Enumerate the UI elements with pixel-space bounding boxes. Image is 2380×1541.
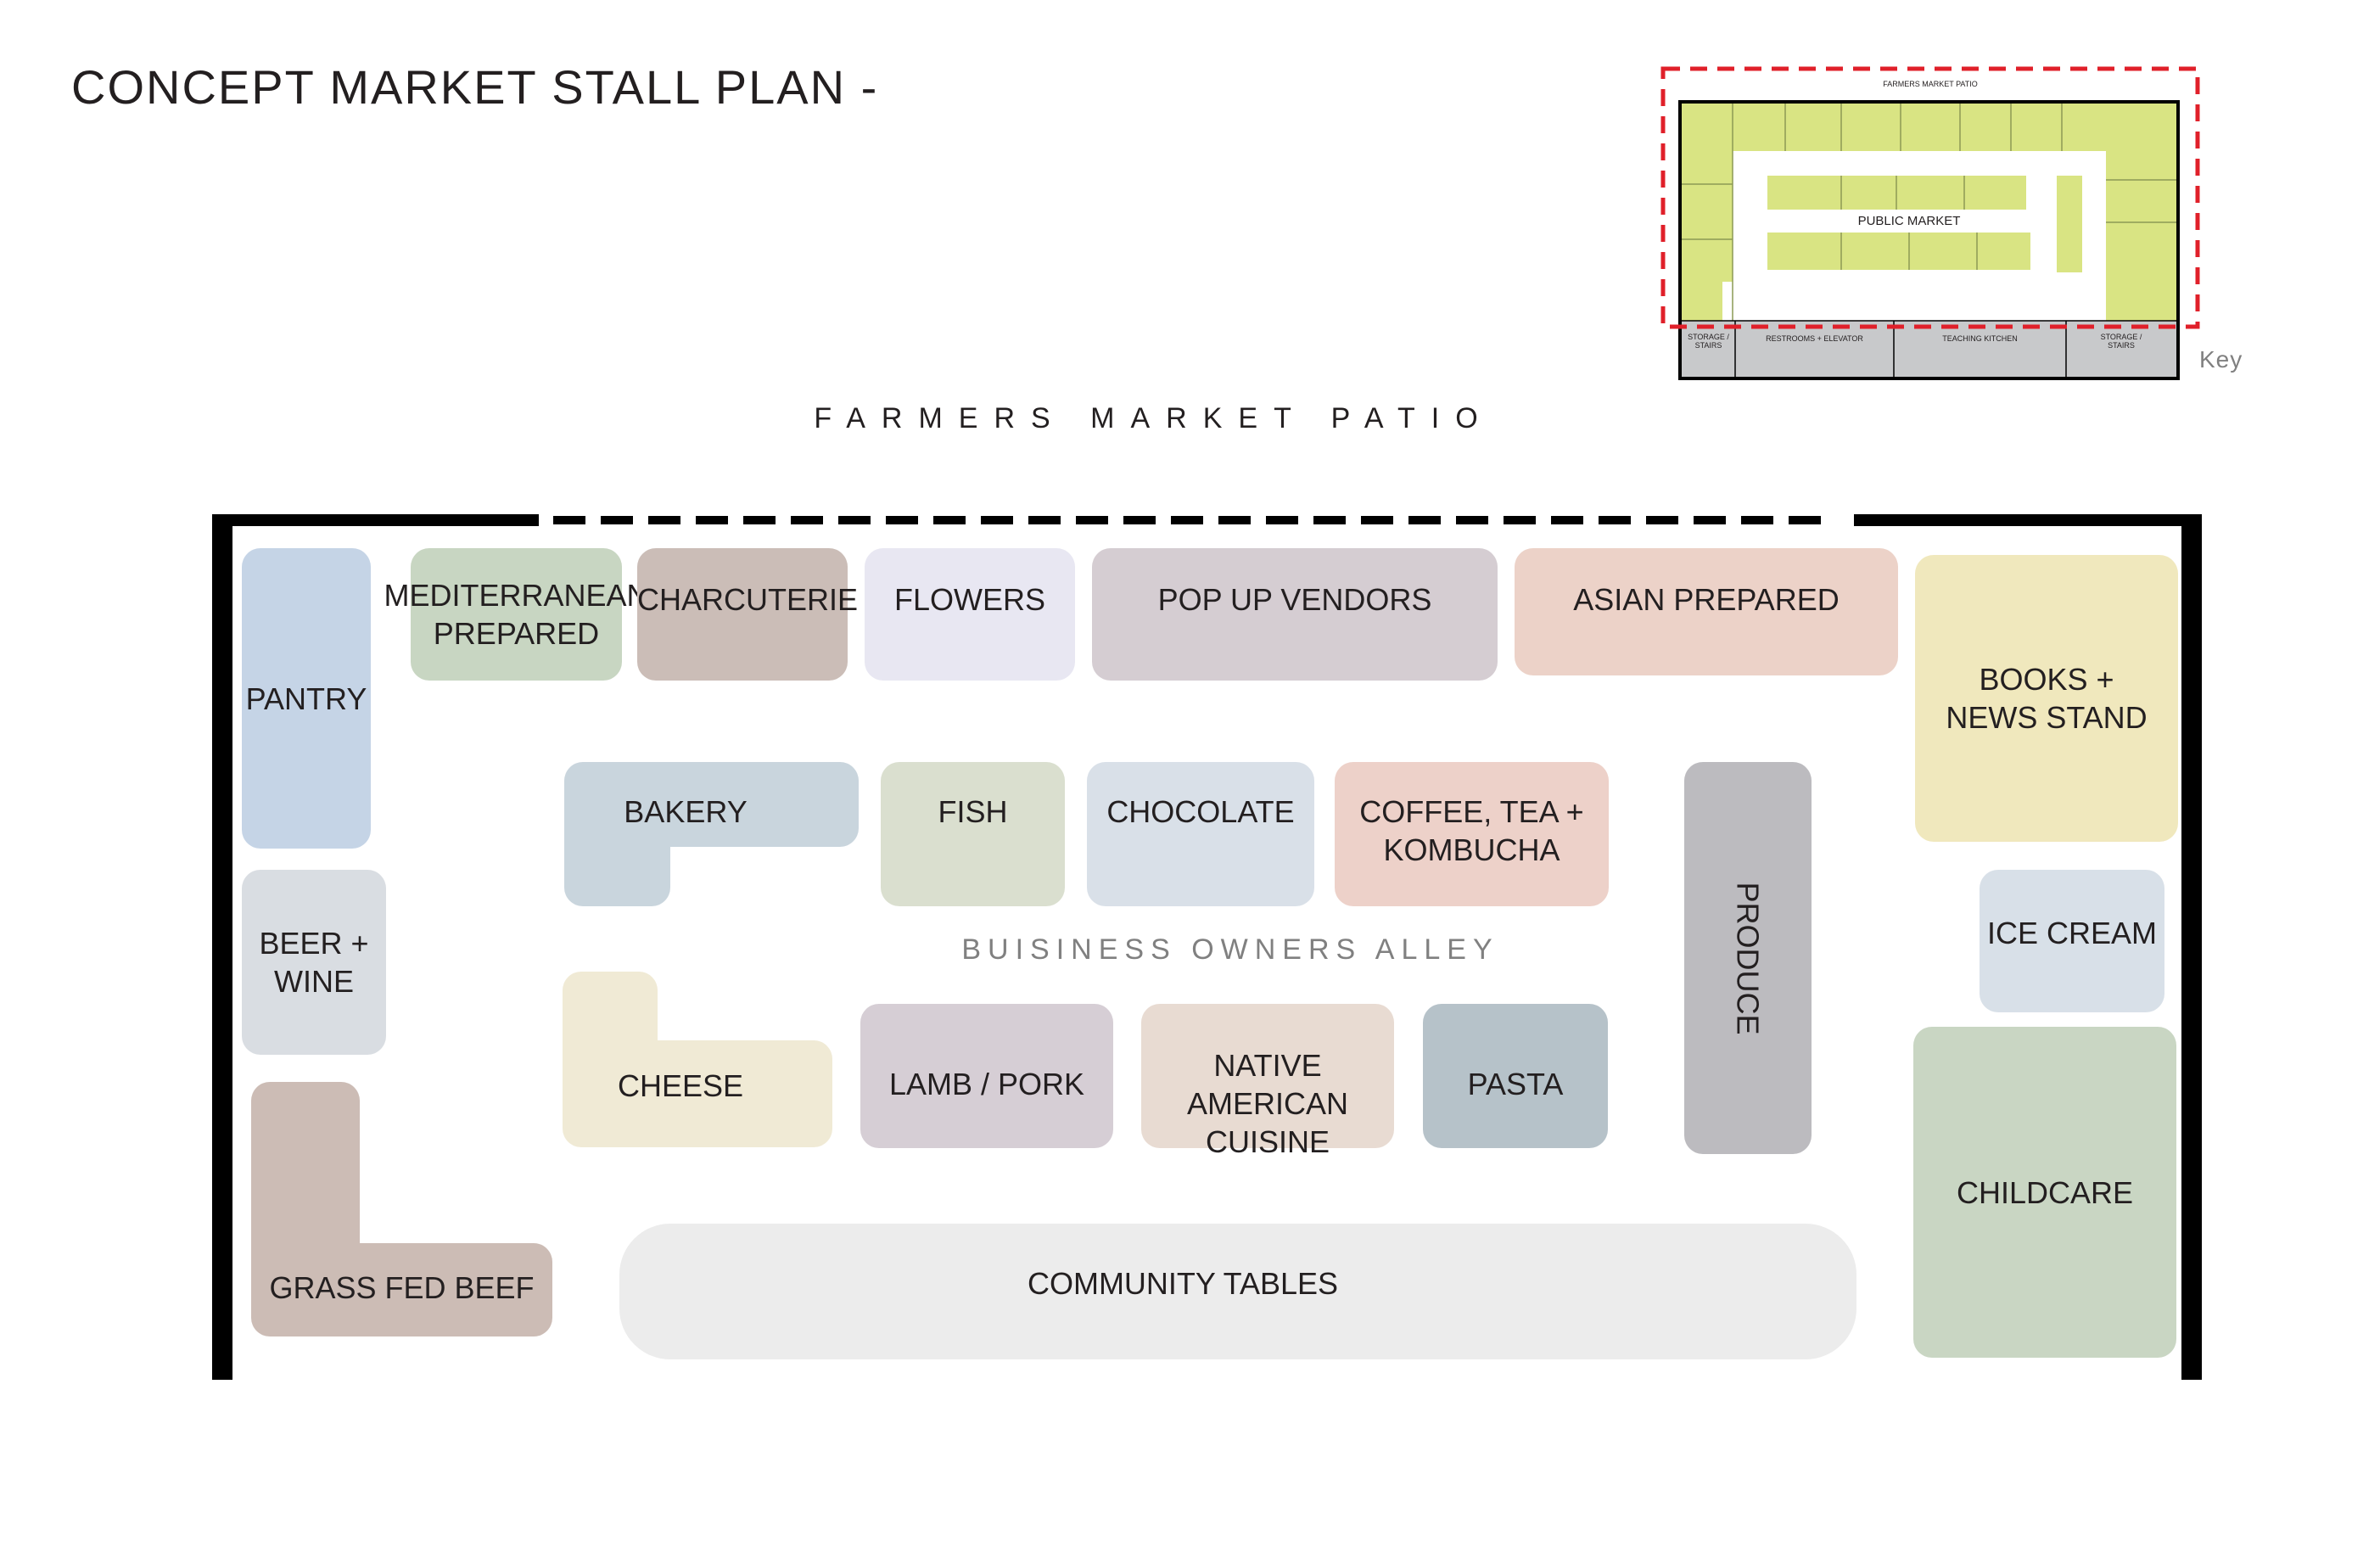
key-restrooms-label: RESTROOMS + ELEVATOR [1766,334,1863,343]
key-service-dividers [1682,320,2176,377]
key-storage-left-label: STORAGE / STAIRS [1688,333,1729,350]
stall-pop-up-vendors: POP UP VENDORS [1092,548,1498,681]
key-map-drawing [1660,66,2200,380]
key-selection-outline [1660,66,2200,329]
key-map: FARMERS MARKET PATIO PUBLIC MARKET STORA… [1655,61,2248,384]
stall-coffee-tea-kombucha: COFFEE, TEA + KOMBUCHA [1335,762,1609,906]
stall-cheese-top [563,972,658,1048]
stall-ice-cream: ICE CREAM [1980,870,2164,1012]
stall-cheese: CHEESE [563,1040,832,1147]
key-caption: Key [2199,346,2243,373]
patio-opening-dashes [553,516,1834,524]
stall-mediterranean-prepared: MEDITERRANEAN PREPARED [384,548,649,681]
wall-top-right [1854,514,2202,526]
key-public-market-label: PUBLIC MARKET [1857,214,1961,228]
page-title: CONCEPT MARKET STALL PLAN - [71,60,879,114]
stall-cheese-notch [658,972,683,1040]
stall-beer-wine: BEER + WINE [242,870,386,1055]
stall-flowers: FLOWERS [865,548,1075,681]
stall-childcare: CHILDCARE [1913,1027,2176,1358]
key-teaching-kitchen-label: TEACHING KITCHEN [1942,334,2018,343]
key-courtyard-notch [1722,282,1733,321]
stall-bakery-leg [564,840,670,906]
key-stall-band-top [1682,104,2176,151]
key-patio-label: FARMERS MARKET PATIO [1883,80,1978,88]
key-stall-produce [2057,176,2082,272]
stall-fish: FISH [881,762,1065,906]
stall-pasta: PASTA [1423,1004,1608,1148]
key-service-bar [1682,321,2176,377]
stall-produce: PRODUCE [1684,762,1812,1154]
stall-charcuterie: CHARCUTERIE [637,548,858,681]
key-stall-dividers [1682,104,2176,321]
key-stall-row-lower [1767,233,2030,270]
wall-top-left [212,514,539,526]
stall-pantry: PANTRY [242,548,371,849]
key-storage-right-label: STORAGE / STAIRS [2100,333,2142,350]
stall-grass-fed-beef-top [251,1082,360,1252]
stall-lamb-pork: LAMB / PORK [860,1004,1113,1148]
wall-right [2181,514,2202,1380]
wall-left [212,514,232,1380]
community-tables: COMMUNITY TABLES [619,1224,1856,1359]
stall-grass-fed-beef: GRASS FED BEEF [251,1243,552,1336]
key-stall-band-right [2106,104,2176,321]
stall-books-news-stand: BOOKS + NEWS STAND [1915,555,2178,842]
alley-label: BUISINESS OWNERS ALLEY [961,933,1499,966]
stall-asian-prepared: ASIAN PREPARED [1515,548,1898,675]
stall-bakery: BAKERY [564,762,859,847]
stall-native-american-cuisine: NATIVE AMERICAN CUISINE [1141,1004,1394,1159]
patio-label: FARMERS MARKET PATIO [814,402,1494,434]
stall-chocolate: CHOCOLATE [1087,762,1314,906]
